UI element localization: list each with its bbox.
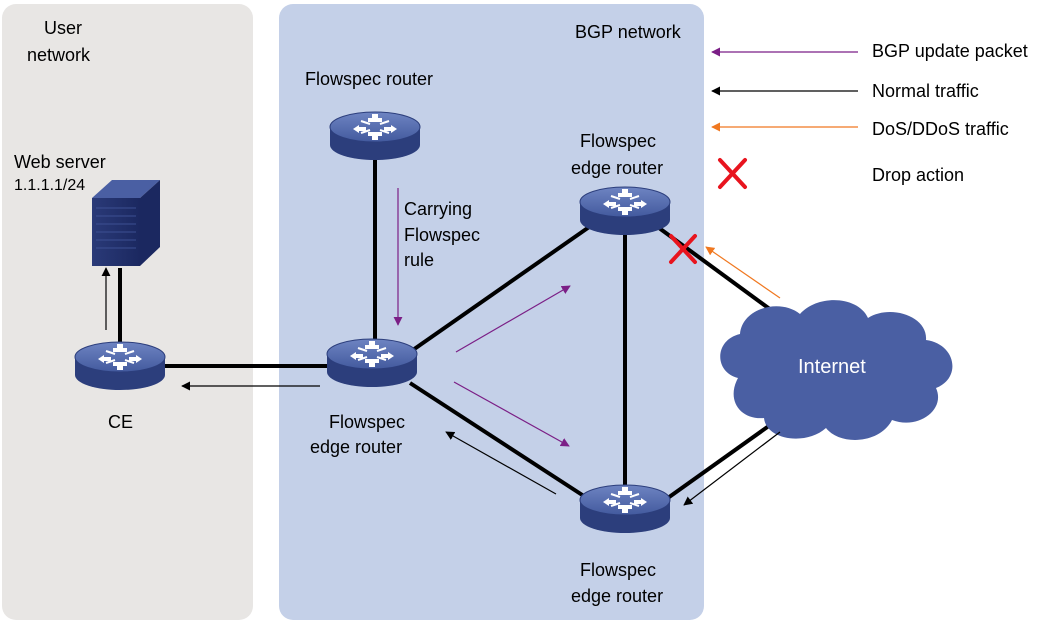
center-edge-label-2: edge router xyxy=(310,437,402,457)
normal-arrow-internet-bottom xyxy=(683,431,781,506)
network-links xyxy=(118,153,784,502)
carrying-label-2: Flowspec xyxy=(404,225,480,245)
normal-traffic-arrows xyxy=(101,267,781,506)
legend-drop-label: Drop action xyxy=(872,165,964,185)
carrying-label-3: rule xyxy=(404,250,434,270)
carrying-label-1: Carrying xyxy=(404,199,472,219)
legend: BGP update packet Normal traffic DoS/DDo… xyxy=(711,41,1028,189)
top-edge-label-2: edge router xyxy=(571,158,663,178)
internet-label: Internet xyxy=(798,356,866,378)
internet-cloud: Internet xyxy=(720,300,953,440)
user-network-label-line2: network xyxy=(27,45,91,65)
bgp-network-label: BGP network xyxy=(575,22,682,42)
top-edge-router-icon xyxy=(579,186,671,236)
bgp-arrow-to-top xyxy=(455,285,571,353)
center-edge-label-1: Flowspec xyxy=(329,412,405,432)
flowspec-router-icon xyxy=(329,111,421,161)
link-center-bottom xyxy=(408,381,592,502)
bgp-update-arrows xyxy=(393,188,571,447)
ce-router-icon xyxy=(74,341,166,391)
dos-traffic-arrow xyxy=(705,246,781,299)
bottom-edge-label-1: Flowspec xyxy=(580,560,656,580)
bottom-edge-router-icon xyxy=(579,484,671,534)
web-server-ip-label: 1.1.1.1/24 xyxy=(14,177,85,194)
top-edge-label-1: Flowspec xyxy=(580,131,656,151)
link-bottom-internet xyxy=(663,416,782,502)
web-server-label: Web server xyxy=(14,152,106,172)
web-server-icon xyxy=(92,180,160,266)
legend-normal-label: Normal traffic xyxy=(872,81,979,101)
drop-mark-icon xyxy=(669,234,697,264)
flowspec-router-label: Flowspec router xyxy=(305,69,433,89)
legend-bgp-label: BGP update packet xyxy=(872,41,1028,61)
bgp-arrow-to-bottom xyxy=(453,381,570,447)
user-network-region xyxy=(2,4,253,620)
legend-dos-label: DoS/DDoS traffic xyxy=(872,119,1009,139)
bottom-edge-label-2: edge router xyxy=(571,586,663,606)
ce-label: CE xyxy=(108,412,133,432)
legend-drop-icon xyxy=(718,158,747,189)
link-center-top xyxy=(408,223,594,354)
center-edge-router-icon xyxy=(326,338,418,388)
user-network-label: User xyxy=(44,18,82,38)
normal-arrow-bottom-center xyxy=(445,431,557,495)
